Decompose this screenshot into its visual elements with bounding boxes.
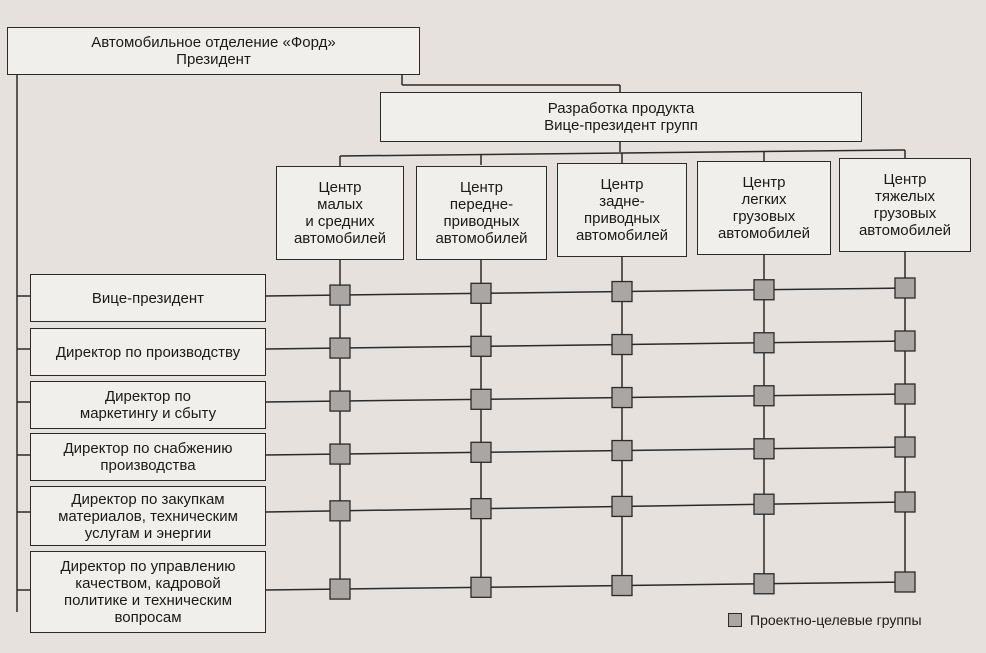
project-group-node [470,497,492,520]
project-group-node [470,335,492,357]
project-group-node [329,284,351,306]
center-line: Центр [460,179,503,196]
project-group-node [329,337,351,359]
function-row-line [265,340,906,350]
product-development-line-2: Вице-президент групп [544,117,698,134]
center-box-heavy-trucks: Центр тяжелых грузовых автомобилей [839,158,971,252]
center-box-front-drive: Центр передне- приводных автомобилей [416,166,547,260]
function-box-quality-hr: Директор по управлению качеством, кадров… [30,551,266,633]
function-row-line [265,446,906,456]
function-line: Директор по управлению [60,558,236,575]
project-group-node [753,573,775,595]
project-group-node [470,388,492,410]
function-line: Директор по [105,388,191,405]
project-group-node [611,280,633,303]
project-group-node [470,576,492,598]
function-line: Вице-президент [91,289,205,307]
project-group-node [894,571,916,593]
function-line: услугам и энергии [84,524,212,542]
function-line: вопросам [114,609,182,626]
project-group-node [329,578,351,600]
project-group-node [329,390,351,412]
project-group-node [753,332,775,354]
center-line: Центр [318,179,362,196]
president-line-2: Президент [176,51,251,68]
center-box-small-medium: Центр малых и средних автомобилей [276,166,404,260]
project-group-node [611,439,633,462]
center-line: автомобилей [717,225,811,242]
center-line: автомобилей [435,230,528,247]
product-development-line-1: Разработка продукта [547,100,695,117]
function-row-line [265,287,906,297]
project-group-node [894,330,916,352]
legend: Проектно-целевые группы [728,612,922,628]
legend-label: Проектно-целевые группы [750,612,922,628]
function-row-line [265,501,906,513]
project-group-node [329,500,351,522]
function-line: Директор по закупкам [71,490,225,508]
center-line: задне- [599,193,645,210]
function-row-line [265,581,906,591]
center-line: автомобилей [575,227,669,244]
center-line: легких [741,191,787,208]
function-line: материалов, техническим [58,507,238,525]
project-group-node [753,493,775,515]
project-group-swatch-icon [728,613,742,627]
function-box-procurement: Директор по закупкам материалов, техниче… [30,486,266,546]
center-box-light-trucks: Центр легких грузовых автомобилей [697,161,831,255]
president-line-1: Автомобильное отделение «Форд» [91,34,336,51]
center-line: малых [317,196,363,213]
president-box: Автомобильное отделение «Форд» Президент [7,27,420,75]
project-group-node [611,495,633,518]
function-box-production: Директор по производству [30,328,266,376]
project-group-node [611,574,633,597]
function-line: Директор по производству [55,343,241,361]
function-box-vice-president: Вице-президент [30,274,266,322]
function-line: маркетингу и сбыту [79,405,217,422]
function-box-supply: Директор по снабжению производства [30,433,266,481]
project-group-node [329,443,351,465]
project-group-node [753,438,775,460]
center-line: тяжелых [875,188,935,205]
center-line: Центр [883,171,927,188]
center-line: Центр [742,174,786,191]
center-line: Центр [600,176,644,193]
project-group-node [470,441,492,463]
project-group-node [894,383,916,405]
project-group-node [611,386,633,409]
function-line: Директор по снабжению [63,440,233,457]
center-line: автомобилей [858,222,952,239]
project-group-node [470,282,492,304]
project-group-node [894,436,916,458]
function-box-marketing: Директор по маркетингу и сбыту [30,381,266,429]
center-line: и средних [305,213,375,230]
function-line: производства [100,457,196,474]
center-line: автомобилей [293,230,387,247]
center-line: грузовых [873,205,937,222]
project-group-node [611,333,633,356]
function-row-line [265,393,906,403]
project-group-node [894,491,916,513]
project-group-node [753,385,775,407]
product-development-box: Разработка продукта Вице-президент групп [380,92,862,142]
center-box-rear-drive: Центр задне- приводных автомобилей [557,163,687,257]
center-line: приводных [443,213,520,230]
function-line: качеством, кадровой [75,575,221,592]
project-group-node [894,277,916,299]
center-line: передне- [449,196,514,213]
project-group-node [753,279,775,301]
function-line: политике и техническим [63,592,233,609]
center-line: грузовых [732,208,796,225]
center-line: приводных [584,210,660,227]
